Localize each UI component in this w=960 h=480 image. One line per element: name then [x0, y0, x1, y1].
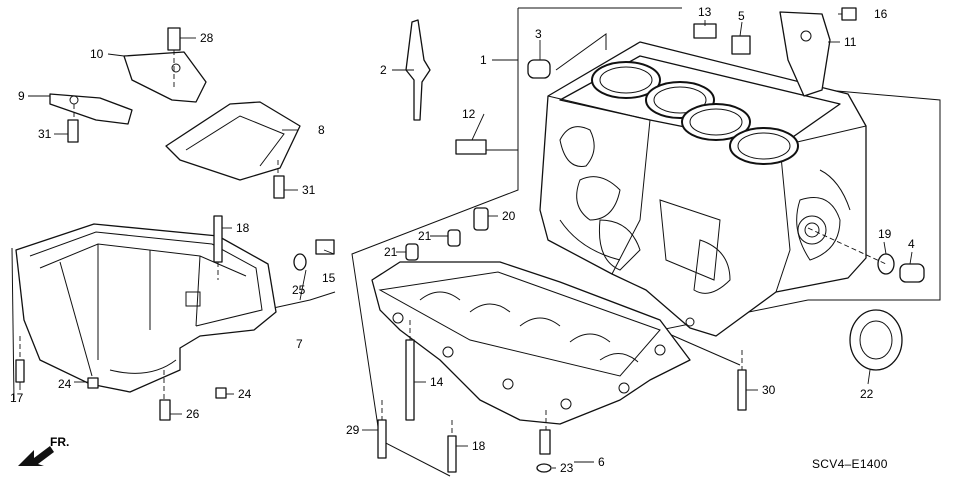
part-21-dowel-lower — [405, 243, 419, 261]
oil-pan — [15, 223, 277, 393]
front-arrow-icon — [18, 446, 54, 466]
callout-20: 20 — [502, 209, 516, 223]
part-21-dowel-upper — [447, 229, 461, 247]
callout-8: 8 — [318, 123, 325, 137]
part-11-bracket — [779, 11, 831, 97]
callout-28: 28 — [200, 31, 214, 45]
part-14-bolt — [405, 339, 415, 421]
callout-9: 9 — [18, 89, 25, 103]
callout-18-lower: 18 — [472, 439, 486, 453]
callout-3: 3 — [535, 27, 542, 41]
cylinder-block — [539, 41, 867, 337]
part-25-washer — [293, 253, 307, 271]
part-20-dowel — [473, 207, 489, 231]
part-17-bolt — [15, 359, 25, 383]
leader-lines — [19, 13, 913, 469]
callout-19: 19 — [878, 227, 892, 241]
part-10-bracket — [123, 51, 207, 103]
callout-18-upper: 18 — [236, 221, 250, 235]
callout-5: 5 — [738, 9, 745, 23]
part-4-plug — [899, 263, 925, 283]
part-3-plug — [527, 59, 551, 79]
callout-22: 22 — [860, 387, 874, 401]
part-18-stud-lower — [447, 435, 457, 473]
callout-14: 14 — [430, 375, 444, 389]
callout-13: 13 — [698, 5, 712, 19]
callout-6: 6 — [598, 455, 605, 469]
callout-2: 2 — [380, 63, 387, 77]
part-18-stud-upper — [213, 215, 223, 263]
callout-24-right: 24 — [238, 387, 252, 401]
callout-23: 23 — [560, 461, 574, 475]
part-30-bolt — [737, 369, 747, 411]
part-5-sensor — [731, 35, 751, 55]
part-24-nut-left — [87, 377, 99, 389]
part-31-bolt-lower — [273, 175, 285, 199]
callout-17: 17 — [10, 391, 24, 405]
part-2-dipstick — [405, 19, 431, 121]
callout-labels: 1 2 3 4 5 6 7 8 9 10 11 12 13 14 15 16 1… — [10, 5, 915, 475]
callout-24-left: 24 — [58, 377, 72, 391]
part-24-nut-right — [215, 387, 227, 399]
front-indicator: FR. — [18, 435, 69, 466]
callout-15: 15 — [322, 271, 336, 285]
callout-31-lower: 31 — [302, 183, 316, 197]
callout-21-upper: 21 — [418, 229, 432, 243]
diagram-code: SCV4–E1400 — [812, 457, 888, 471]
callout-29: 29 — [346, 423, 360, 437]
callout-30: 30 — [762, 383, 776, 397]
callout-21-lower: 21 — [384, 245, 398, 259]
callout-7: 7 — [296, 337, 303, 351]
callout-11: 11 — [844, 35, 857, 49]
callout-25: 25 — [292, 283, 306, 297]
part-23-washer — [536, 463, 552, 473]
callout-16: 16 — [874, 7, 888, 21]
part-8-bracket — [165, 101, 301, 181]
part-15-bolt — [315, 239, 335, 255]
callout-26: 26 — [186, 407, 200, 421]
callout-4: 4 — [908, 237, 915, 251]
part-31-bolt-upper — [67, 119, 79, 143]
part-22-oil-seal — [849, 309, 903, 371]
callout-12: 12 — [462, 107, 476, 121]
part-6-bolt — [539, 429, 551, 455]
part-26-bolt — [159, 399, 171, 421]
part-9-bracket — [49, 93, 133, 125]
callout-1: 1 — [480, 53, 487, 67]
part-13-sensor — [693, 23, 717, 39]
part-28-bolt — [167, 27, 181, 51]
part-29-bolt — [377, 419, 387, 459]
front-label: FR. — [50, 435, 69, 449]
part-12-sensor — [455, 139, 487, 155]
part-19-washer — [877, 253, 895, 275]
callout-10: 10 — [90, 47, 104, 61]
callout-31-upper: 31 — [38, 127, 52, 141]
part-16-bolt — [841, 7, 857, 21]
